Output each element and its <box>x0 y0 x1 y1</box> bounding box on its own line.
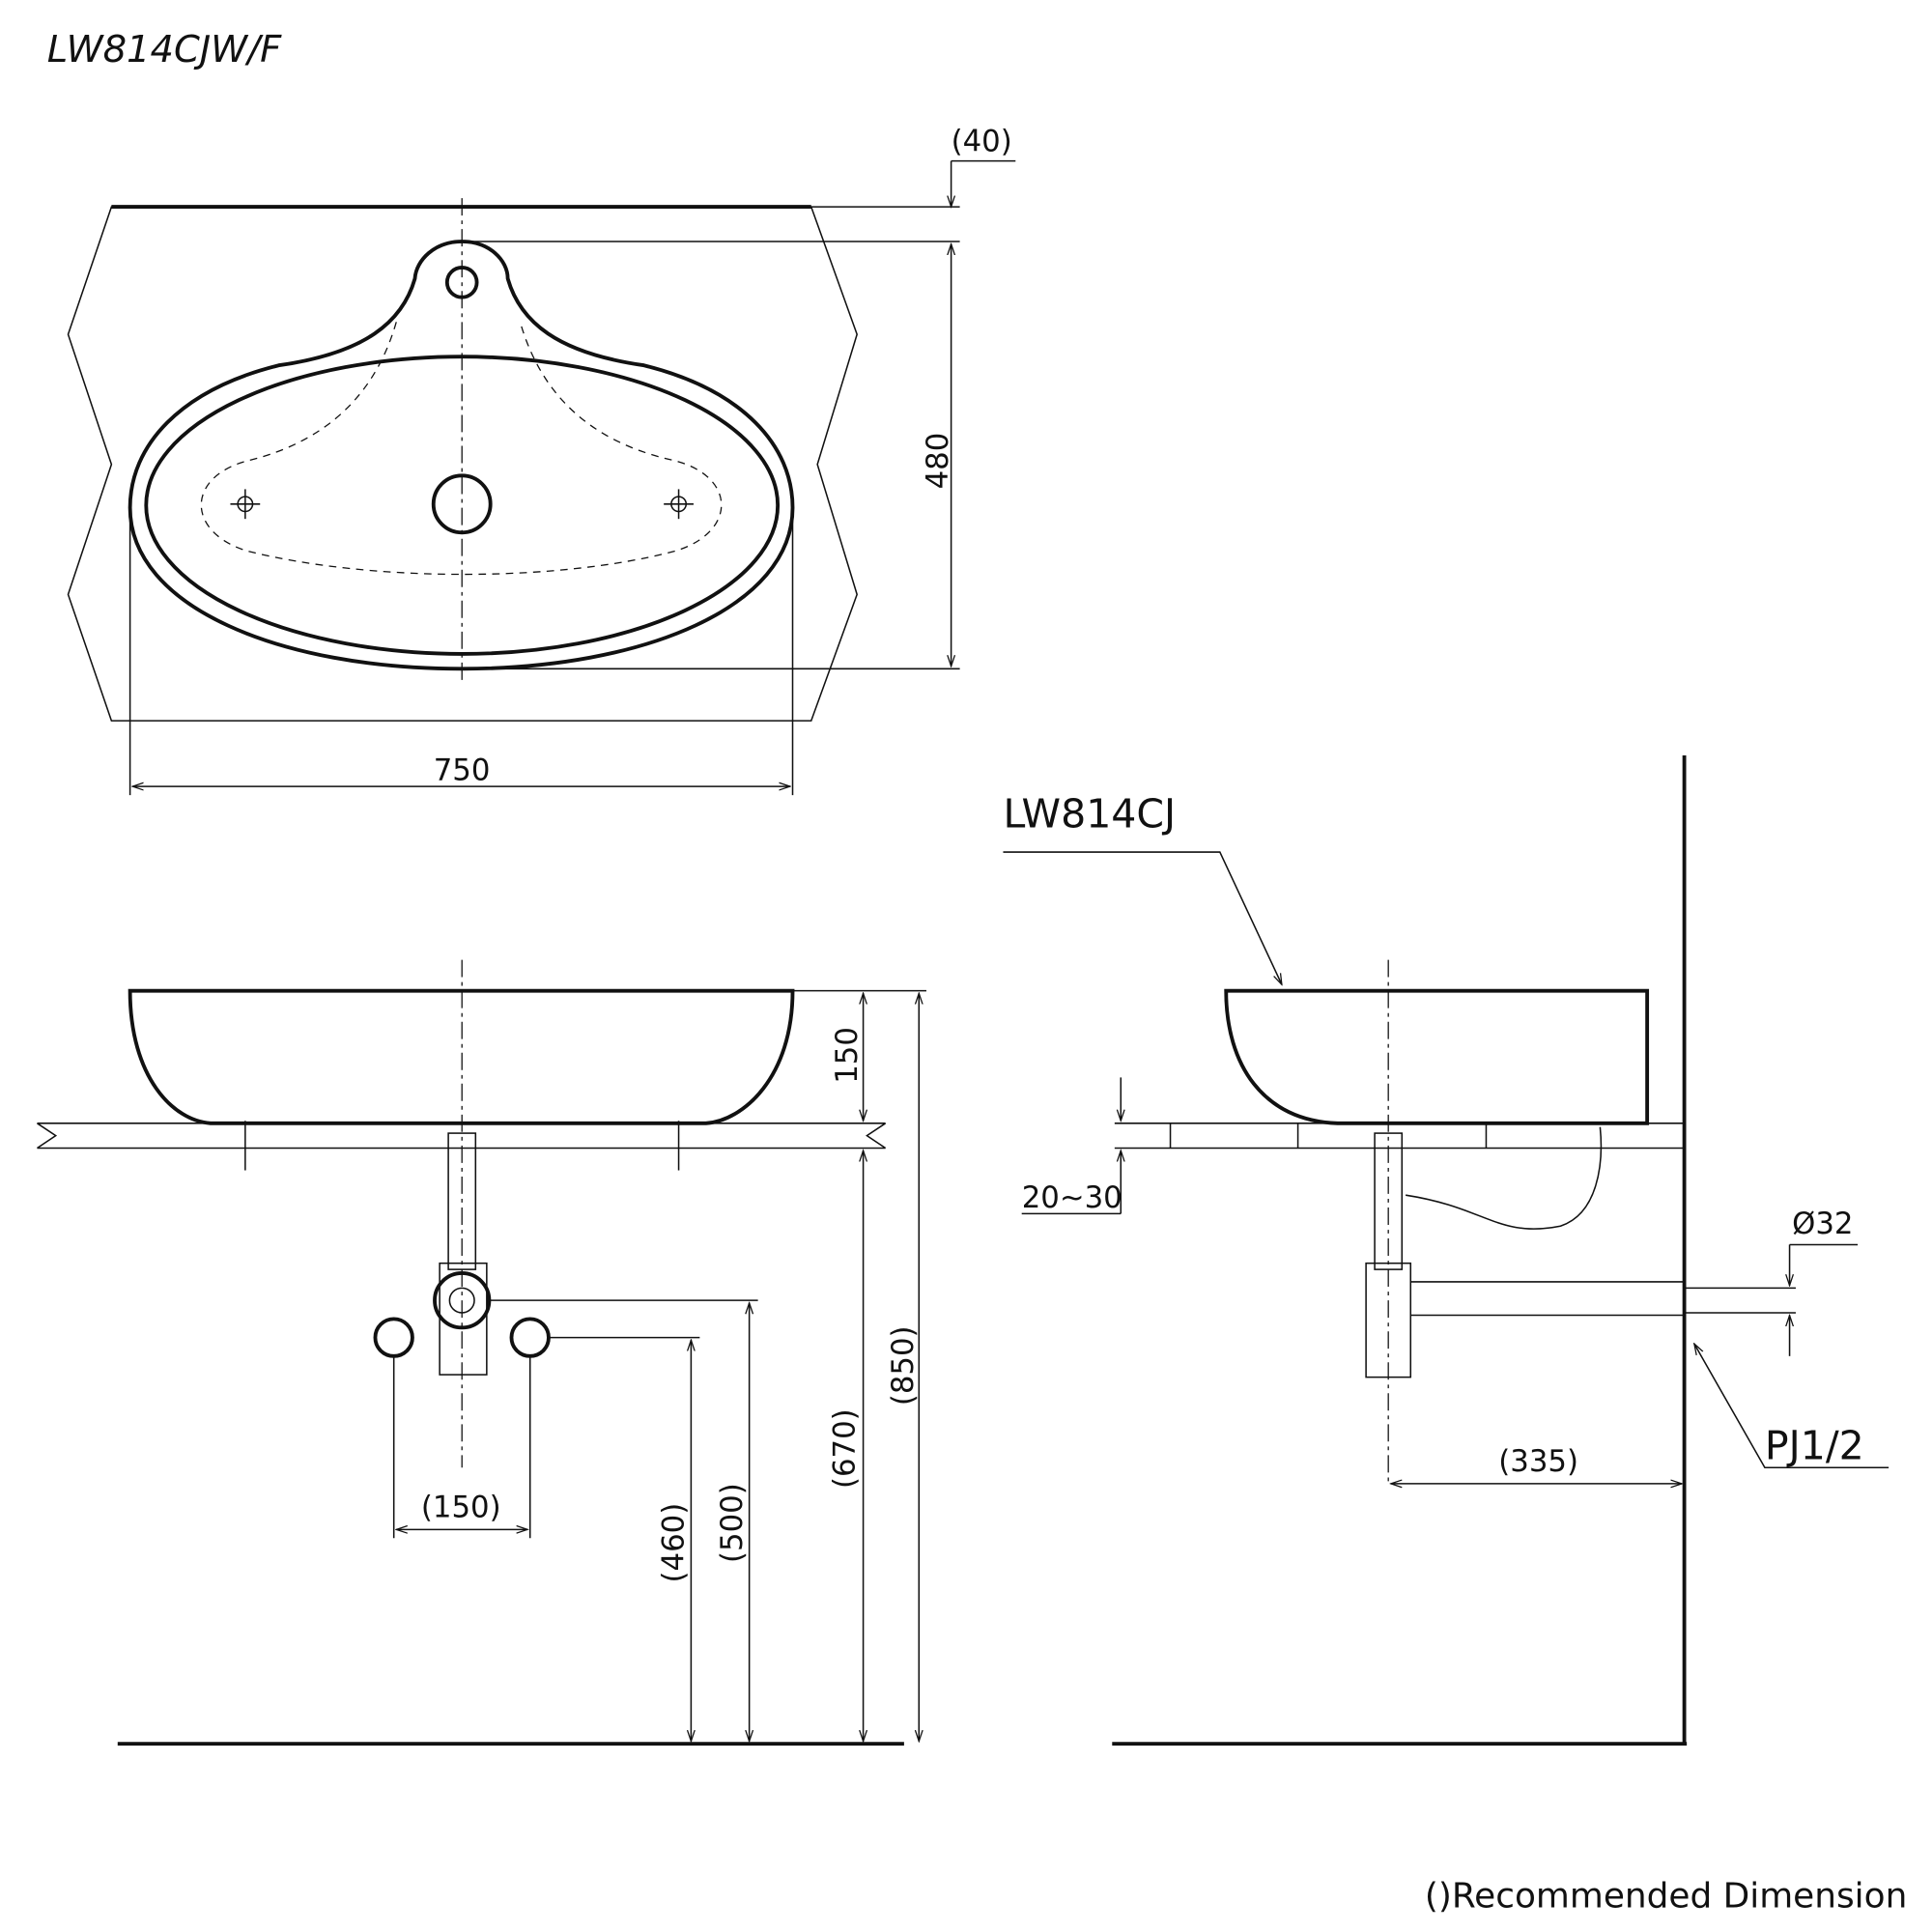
dim-335: (335) <box>1498 1444 1578 1479</box>
pop-up-cable <box>1406 1126 1603 1230</box>
fixing-marks <box>230 489 694 520</box>
dim-40: (40) <box>952 124 1012 158</box>
dim-150b: (150) <box>421 1491 501 1525</box>
dim-460: (460) <box>657 1503 692 1583</box>
dim-670: (670) <box>828 1408 863 1489</box>
side-view: LW814CJ 20~30 Ø32 (335) PJ1/2 <box>1003 755 1889 1747</box>
fitting-label: PJ1/2 <box>1765 1422 1864 1468</box>
dim-pipe: Ø32 <box>1792 1207 1853 1241</box>
bowl-hidden-line <box>200 322 723 576</box>
counter-side <box>1114 1122 1685 1150</box>
top-view: (40) 480 750 <box>67 124 1016 796</box>
dim-counter: 20~30 <box>1022 1180 1122 1215</box>
supply-right <box>509 1317 551 1358</box>
waste-pipe <box>1410 1281 1796 1317</box>
dim-750: 750 <box>434 753 491 788</box>
counter-outline <box>67 206 858 722</box>
dim-500: (500) <box>715 1483 750 1563</box>
dim-150: 150 <box>830 1027 865 1084</box>
supply-left <box>373 1317 414 1358</box>
drawing-title: LW814CJW/F <box>47 28 282 71</box>
model-label: LW814CJ <box>1003 790 1176 837</box>
footnote: ()Recommended Dimension <box>1425 1876 1907 1916</box>
front-view: 150 (150) (460) (500) (670) (850) <box>37 959 926 1747</box>
dim-480: 480 <box>921 433 955 490</box>
basin-side <box>1224 988 1650 1125</box>
dim-850: (850) <box>886 1325 921 1406</box>
